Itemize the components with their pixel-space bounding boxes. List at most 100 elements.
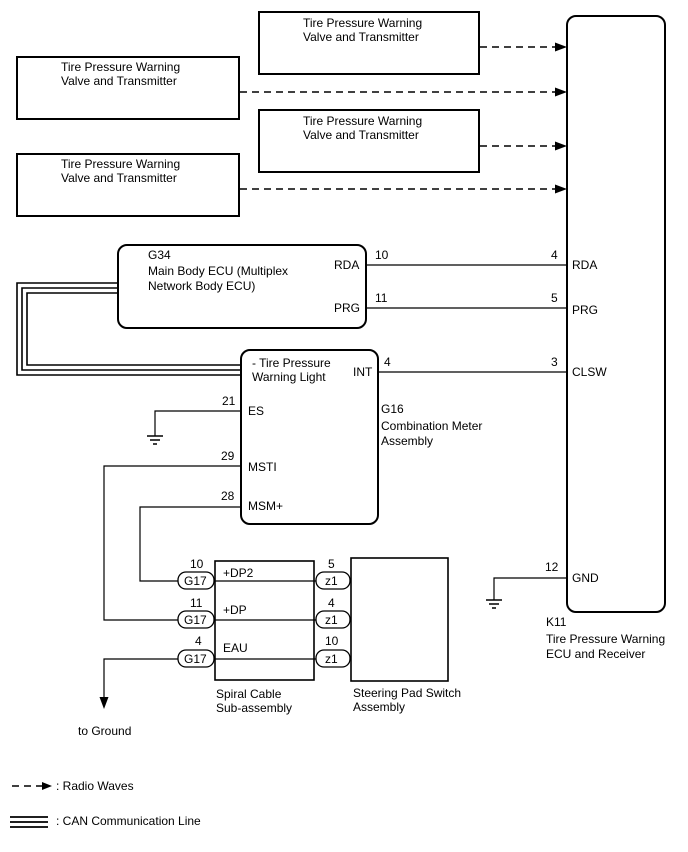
- to-ground-label: to Ground: [78, 724, 131, 738]
- transmitter-4-label-line2: Valve and Transmitter: [61, 171, 177, 185]
- g17-connector-eau: G17: [177, 649, 215, 668]
- receiver-name-line2: ECU and Receiver: [546, 647, 645, 661]
- receiver-code: K11: [546, 615, 567, 629]
- transmitter-4: Tire Pressure Warning Valve and Transmit…: [16, 153, 240, 217]
- receiver-pin-prg: PRG: [572, 303, 598, 317]
- combination-meter-box: [240, 349, 379, 525]
- radio-arrowhead-1: [555, 42, 567, 52]
- legend-radio-arrowhead: [42, 782, 52, 790]
- g17-connector-dp: G17: [177, 610, 215, 629]
- main-body-ecu: G34 Main Body ECU (Multiplex Network Bod…: [117, 244, 367, 329]
- main-body-ecu-name-line1: Main Body ECU (Multiplex: [148, 264, 288, 278]
- wire-clsw-number: 3: [551, 355, 558, 369]
- g17-dp-number: 11: [190, 596, 203, 610]
- meter-name-line2: Assembly: [381, 434, 433, 448]
- spiral-pin-dp2: +DP2: [223, 566, 254, 580]
- z1-connector-dp: z1: [315, 610, 351, 629]
- wire-int-number: 4: [384, 355, 391, 369]
- steering-switch-name-line2: Assembly: [353, 700, 405, 714]
- g17-connector-dp2: G17: [177, 571, 215, 590]
- radio-arrowhead-3: [555, 141, 567, 151]
- meter-pin-msti: MSTI: [248, 460, 277, 474]
- receiver-ecu-box: [566, 15, 666, 613]
- receiver-pin-gnd: GND: [572, 571, 599, 585]
- wire-msm: [139, 506, 241, 582]
- transmitter-3-label-line1: Tire Pressure Warning: [303, 114, 422, 128]
- legend-radio-label: : Radio Waves: [56, 779, 134, 793]
- z1-eau-number: 10: [325, 634, 339, 648]
- wire-prg-left-number: 11: [375, 291, 388, 305]
- receiver-name-line1: Tire Pressure Warning: [546, 632, 665, 646]
- transmitter-1-label-line2: Valve and Transmitter: [303, 30, 419, 44]
- main-body-ecu-name-line2: Network Body ECU): [148, 279, 255, 293]
- wire-rda-right-number: 4: [551, 248, 558, 262]
- transmitter-3: Tire Pressure Warning Valve and Transmit…: [258, 109, 480, 173]
- radio-arrowhead-2: [555, 87, 567, 97]
- meter-pin-int: INT: [353, 365, 373, 379]
- steering-pad-switch: Steering Pad Switch Assembly: [350, 557, 461, 714]
- transmitter-3-label-line2: Valve and Transmitter: [303, 128, 419, 142]
- z1-connector-dp2-label: z1: [325, 574, 338, 588]
- z1-connector-eau: z1: [315, 649, 351, 668]
- can-line-outer: [16, 282, 241, 376]
- wire-gnd-number: 12: [545, 560, 559, 574]
- wire-es-number: 21: [222, 394, 236, 408]
- can-communication-line: [16, 282, 241, 376]
- g17-eau-number: 4: [195, 634, 202, 648]
- spiral-cable: +DP2 +DP EAU Spiral Cable Sub-assembly: [214, 560, 315, 715]
- spiral-name-line1: Spiral Cable: [216, 687, 282, 701]
- radio-wave-arrows: [240, 42, 567, 194]
- receiver-ecu: RDA PRG CLSW GND K11 Tire Pressure Warni…: [546, 15, 666, 661]
- combination-meter: - Tire Pressure Warning Light INT ES MST…: [240, 349, 482, 525]
- transmitter-1: Tire Pressure Warning Valve and Transmit…: [258, 11, 480, 75]
- transmitter-2: Tire Pressure Warning Valve and Transmit…: [16, 56, 240, 120]
- transmitter-2-label-line2: Valve and Transmitter: [61, 74, 177, 88]
- z1-connector-dp-label: z1: [325, 613, 338, 627]
- meter-warning-line2: Warning Light: [252, 370, 326, 384]
- g17-dp2-number: 10: [190, 557, 204, 571]
- transmitter-4-box: [16, 153, 240, 217]
- main-body-ecu-code: G34: [148, 248, 171, 262]
- wire-msti: [103, 465, 241, 621]
- transmitter-4-label-line1: Tire Pressure Warning: [61, 157, 180, 171]
- spiral-pin-eau: EAU: [223, 641, 248, 655]
- meter-code: G16: [381, 402, 404, 416]
- legend-can-label: : CAN Communication Line: [56, 814, 201, 828]
- z1-dp-number: 4: [328, 596, 335, 610]
- transmitter-3-box: [258, 109, 480, 173]
- receiver-pin-rda: RDA: [572, 258, 597, 272]
- g17-connector-eau-label: G17: [184, 652, 207, 666]
- receiver-pin-clsw: CLSW: [572, 365, 607, 379]
- main-body-ecu-pin-prg: PRG: [334, 301, 360, 315]
- steering-switch-name-line1: Steering Pad Switch: [353, 686, 461, 700]
- meter-pin-es: ES: [248, 404, 264, 418]
- z1-connector-eau-label: z1: [325, 652, 338, 666]
- z1-dp2-number: 5: [328, 557, 335, 571]
- can-line-inner: [26, 292, 241, 366]
- transmitter-1-label-line1: Tire Pressure Warning: [303, 16, 422, 30]
- can-line-middle: [21, 287, 241, 371]
- meter-warning-line1: - Tire Pressure: [252, 356, 331, 370]
- z1-connector-dp2: z1: [315, 571, 351, 590]
- meter-pin-msm: MSM+: [248, 499, 283, 513]
- to-ground-arrowhead: [99, 697, 109, 709]
- wire-eau-to-ground: [103, 658, 178, 697]
- spiral-pin-dp: +DP: [223, 603, 247, 617]
- g17-connector-dp2-label: G17: [184, 574, 207, 588]
- transmitter-2-label-line1: Tire Pressure Warning: [61, 60, 180, 74]
- radio-arrowhead-4: [555, 184, 567, 194]
- meter-name-line1: Combination Meter: [381, 419, 482, 433]
- wire-msti-number: 29: [221, 449, 235, 463]
- transmitter-1-box: [258, 11, 480, 75]
- wire-gnd: [493, 577, 567, 600]
- spiral-name-line2: Sub-assembly: [216, 701, 292, 715]
- wire-rda-left-number: 10: [375, 248, 389, 262]
- ground-symbol-es: [147, 435, 163, 445]
- main-body-ecu-box: [117, 244, 367, 329]
- main-body-ecu-pin-rda: RDA: [334, 258, 359, 272]
- legend: : Radio Waves : CAN Communication Line: [10, 779, 201, 828]
- wire-prg-right-number: 5: [551, 291, 558, 305]
- g17-connector-dp-label: G17: [184, 613, 207, 627]
- wire-msm-number: 28: [221, 489, 235, 503]
